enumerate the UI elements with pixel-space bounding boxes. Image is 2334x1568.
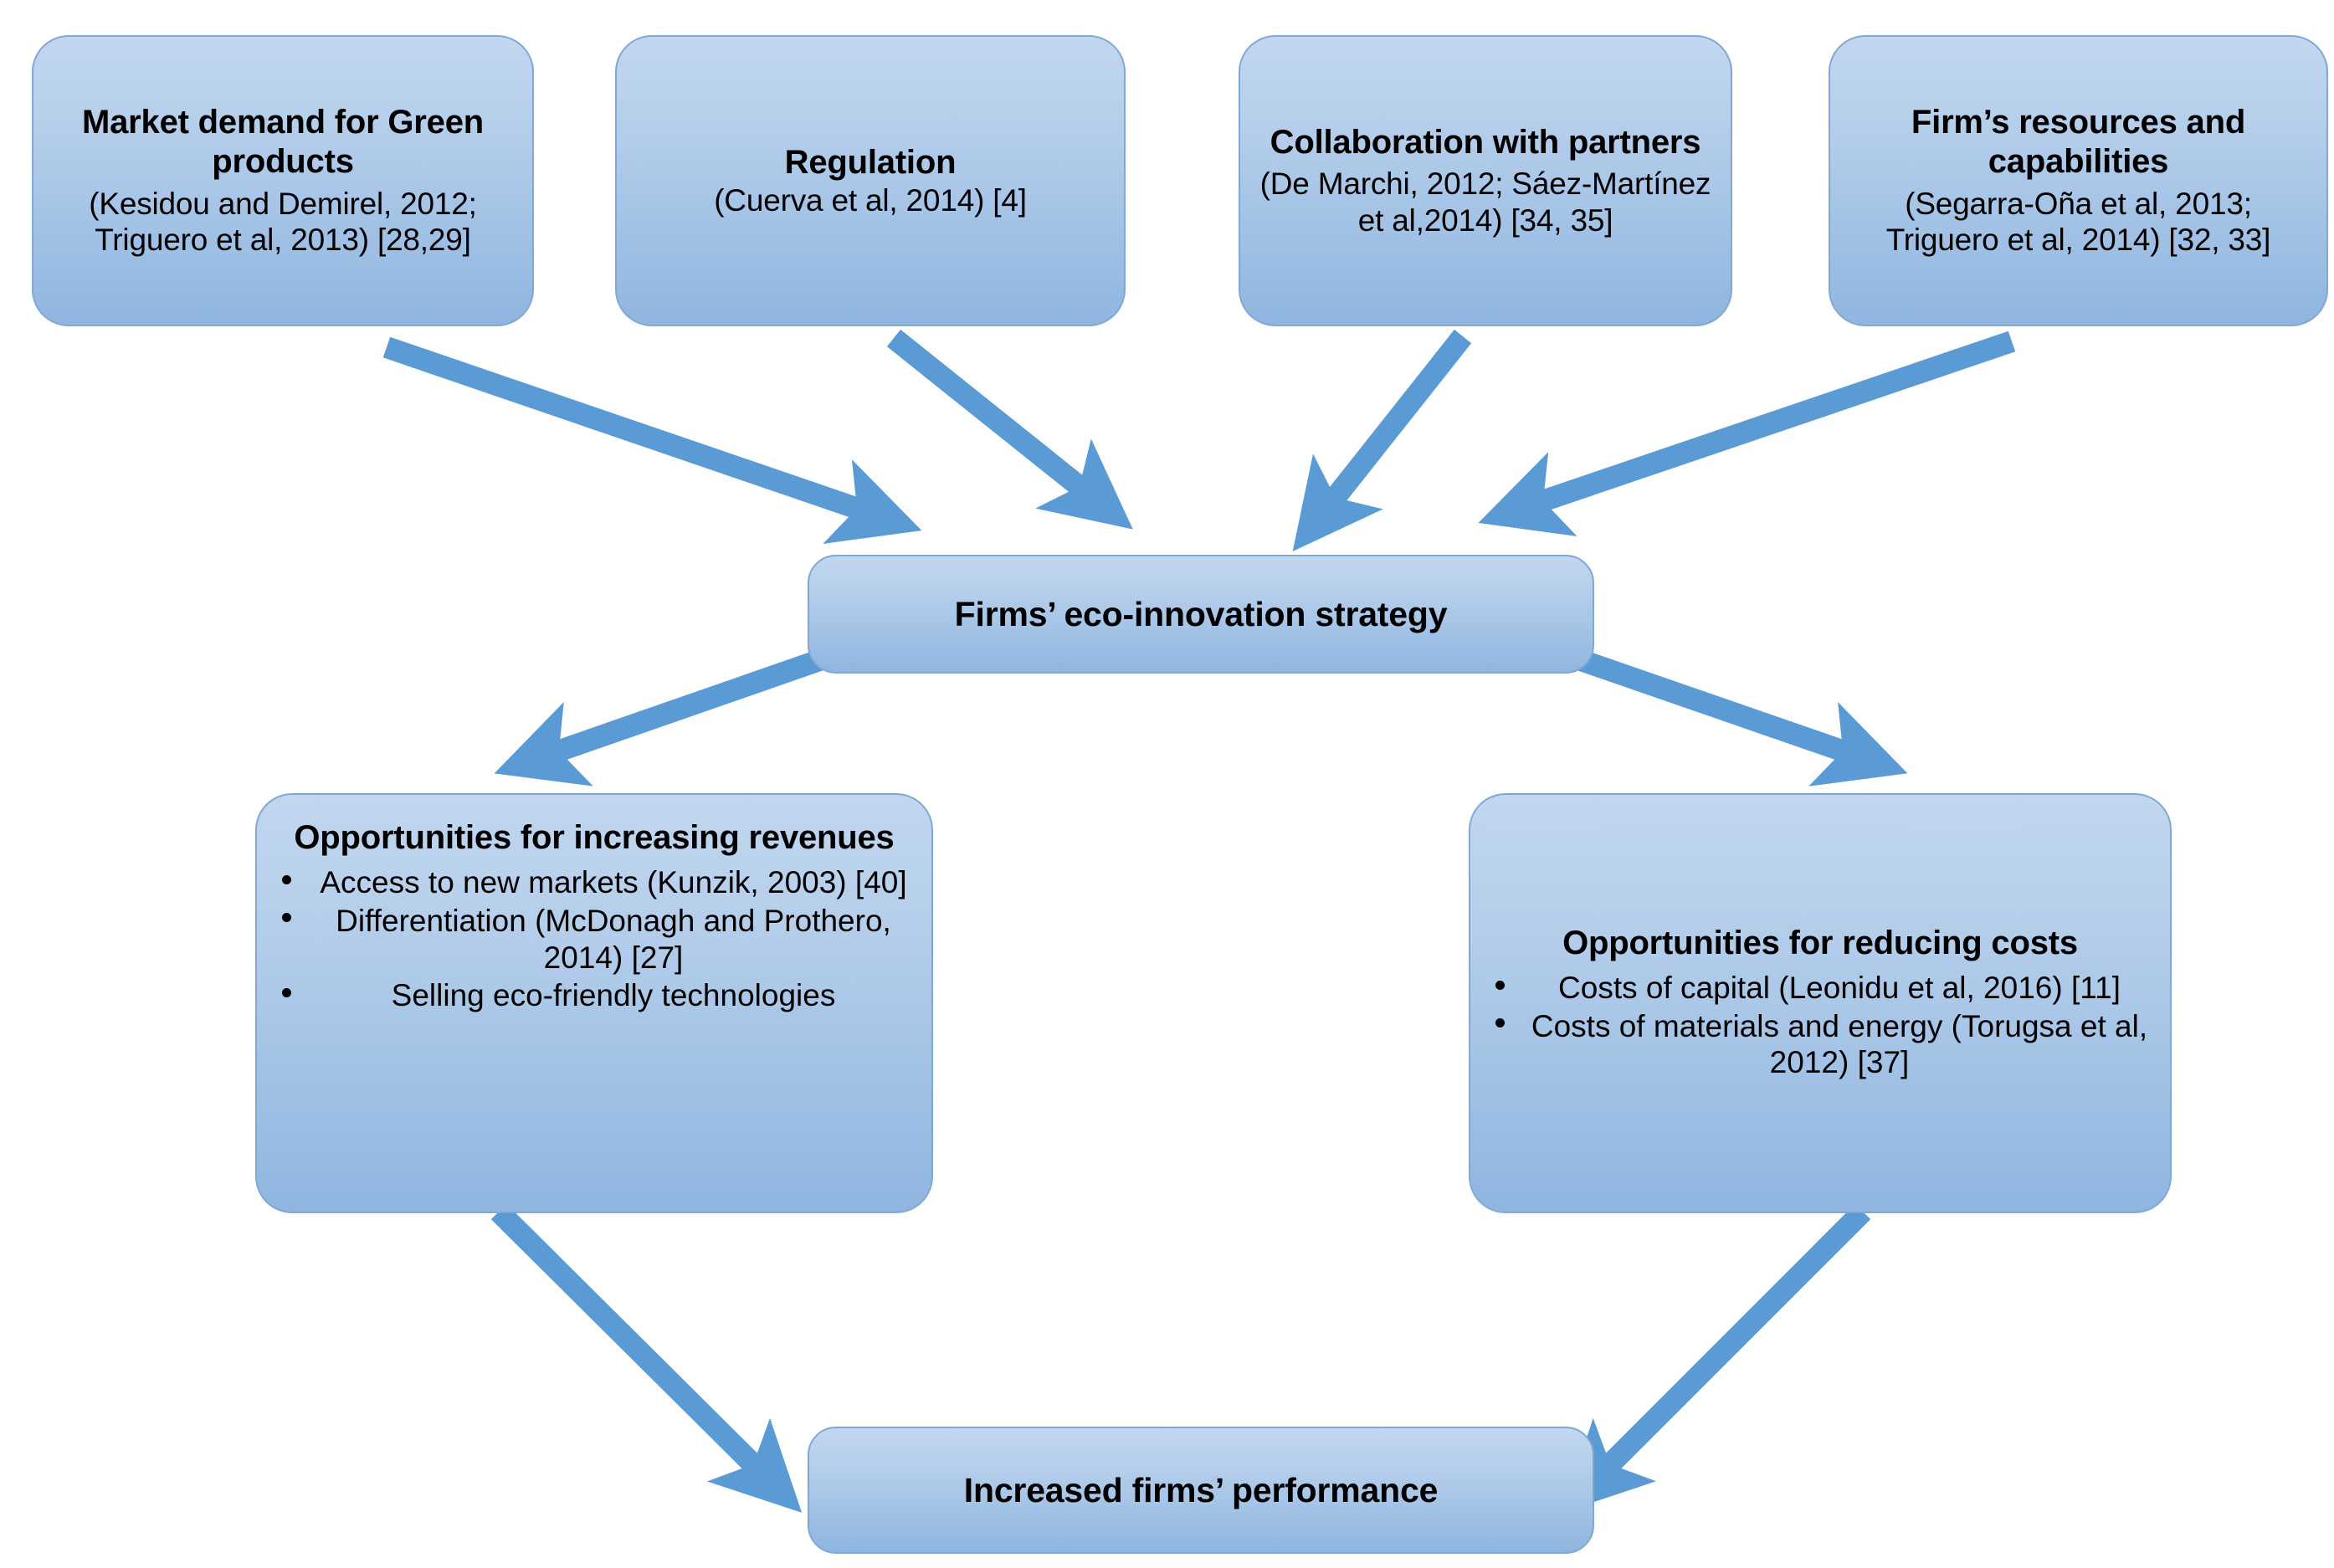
bullet-dot-icon	[282, 874, 291, 884]
arrow-market-demand-to-strategy	[382, 336, 922, 544]
bullet-text: Costs of materials and energy (Torugsa e…	[1531, 1008, 2148, 1080]
node-costs-title: Opportunities for reducing costs	[1562, 924, 2078, 961]
node-strategy-title: Firms’ eco-innovation strategy	[954, 594, 1448, 633]
node-revenues[interactable]: Opportunities for increasing revenues Ac…	[255, 793, 933, 1213]
node-costs[interactable]: Opportunities for reducing costs Costs o…	[1469, 793, 2172, 1213]
node-firm-resources-citation: (Segarra-Oña et al, 2013; Triguero et al…	[1885, 186, 2271, 258]
bullet-dot-icon	[282, 913, 291, 923]
node-revenues-bullets: Access to new markets (Kunzik, 2003) [40…	[272, 864, 916, 1016]
bullet-text: Access to new markets (Kunzik, 2003) [40…	[320, 865, 907, 900]
node-collaboration[interactable]: Collaboration with partners (De Marchi, …	[1239, 35, 1732, 326]
bullet-dot-icon	[282, 987, 291, 997]
arrow-regulation-to-strategy	[886, 329, 1133, 530]
node-revenues-title: Opportunities for increasing revenues	[294, 819, 895, 856]
node-market-demand[interactable]: Market demand for Green products (Kesido…	[32, 35, 534, 326]
node-regulation-citation: (Cuerva et al, 2014) [4]	[714, 182, 1027, 218]
node-performance-title: Increased firms’ performance	[963, 1470, 1439, 1509]
node-collaboration-citation: (De Marchi, 2012; Sáez-Martínez et al,20…	[1259, 166, 1711, 238]
node-firm-resources[interactable]: Firm’s resources and capabilities (Segar…	[1829, 35, 2328, 326]
list-item: Costs of materials and energy (Torugsa e…	[1485, 1008, 2155, 1081]
bullet-text: Costs of capital (Leonidu et al, 2016) […	[1558, 971, 2121, 1006]
list-item: Selling eco-friendly technologies	[272, 977, 916, 1014]
bullet-text: Differentiation (McDonagh and Prothero, …	[336, 903, 891, 975]
node-firm-resources-title: Firm’s resources and capabilities	[1911, 104, 2246, 181]
node-market-demand-citation: (Kesidou and Demirel, 2012; Triguero et …	[89, 186, 477, 258]
arrow-costs-to-performance	[1562, 1203, 1871, 1513]
arrow-revenues-to-performance	[490, 1203, 803, 1513]
bullet-dot-icon	[1495, 1018, 1505, 1028]
node-costs-bullets: Costs of capital (Leonidu et al, 2016) […	[1485, 970, 2155, 1083]
node-market-demand-title: Market demand for Green products	[82, 104, 484, 181]
node-performance[interactable]: Increased firms’ performance	[808, 1427, 1594, 1554]
bullet-dot-icon	[1495, 980, 1505, 990]
arrow-collaboration-to-strategy	[1292, 329, 1472, 551]
bullet-text: Selling eco-friendly technologies	[391, 978, 836, 1013]
node-collaboration-title: Collaboration with partners	[1270, 123, 1701, 161]
node-regulation-title: Regulation	[784, 143, 957, 181]
node-strategy[interactable]: Firms’ eco-innovation strategy	[808, 555, 1594, 674]
list-item: Differentiation (McDonagh and Prothero, …	[272, 903, 916, 976]
list-item: Costs of capital (Leonidu et al, 2016) […	[1485, 970, 2155, 1007]
list-item: Access to new markets (Kunzik, 2003) [40…	[272, 864, 916, 901]
node-regulation[interactable]: Regulation (Cuerva et al, 2014) [4]	[615, 35, 1126, 326]
arrow-firm-resources-to-strategy	[1478, 331, 2016, 537]
